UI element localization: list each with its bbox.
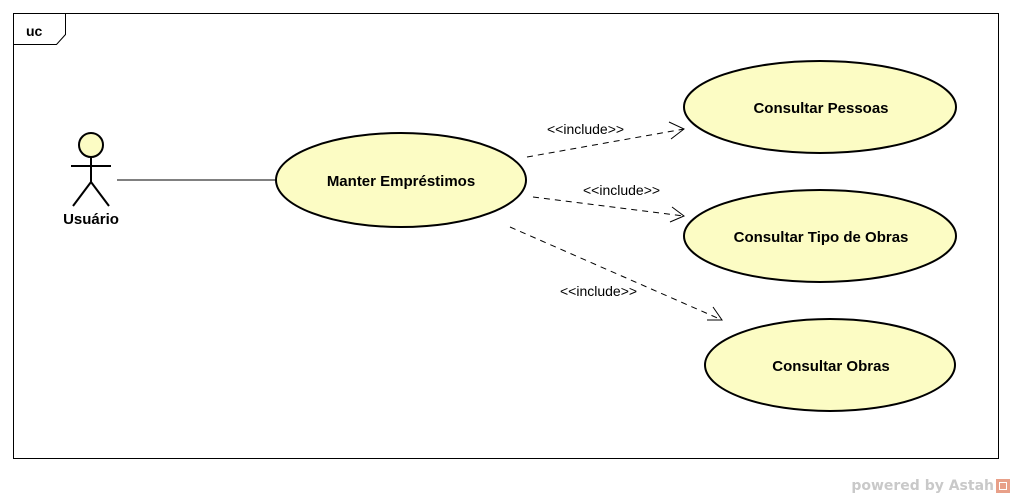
astah-logo-icon: [996, 479, 1010, 493]
include-label: <<include>>: [547, 121, 624, 137]
arrowhead-open: [668, 121, 685, 140]
arrowhead-open: [669, 206, 685, 223]
actor-head: [78, 132, 104, 158]
include-label: <<include>>: [583, 182, 660, 198]
use-case-label: Consultar Pessoas: [753, 100, 888, 117]
actor-left-leg: [72, 181, 92, 207]
include-label: <<include>>: [560, 283, 637, 299]
actor-right-leg: [90, 181, 110, 207]
use-case-label: Consultar Obras: [772, 358, 890, 375]
watermark-text: powered by Astah: [851, 478, 994, 494]
include-relation-obras: <<include>>: [509, 226, 723, 321]
use-case-consultar-pessoas[interactable]: Consultar Pessoas: [683, 60, 957, 154]
include-relation-pessoas: <<include>>: [526, 121, 685, 158]
use-case-manter-emprestimos[interactable]: Manter Empréstimos: [275, 132, 527, 228]
uc-frame-label: uc: [26, 23, 43, 39]
use-case-consultar-tipo-obras[interactable]: Consultar Tipo de Obras: [683, 189, 957, 283]
arrowhead-open: [707, 306, 723, 321]
actor-name: Usuário: [63, 211, 119, 228]
use-case-label: Consultar Tipo de Obras: [734, 229, 909, 246]
uc-frame-tab: [13, 13, 66, 45]
use-case-label: Manter Empréstimos: [327, 173, 475, 190]
use-case-consultar-obras[interactable]: Consultar Obras: [704, 318, 956, 412]
actor-usuario[interactable]: Usuário: [63, 132, 119, 228]
astah-watermark: powered by Astah: [851, 478, 1010, 494]
include-relation-tipo-obras: <<include>>: [532, 182, 685, 223]
